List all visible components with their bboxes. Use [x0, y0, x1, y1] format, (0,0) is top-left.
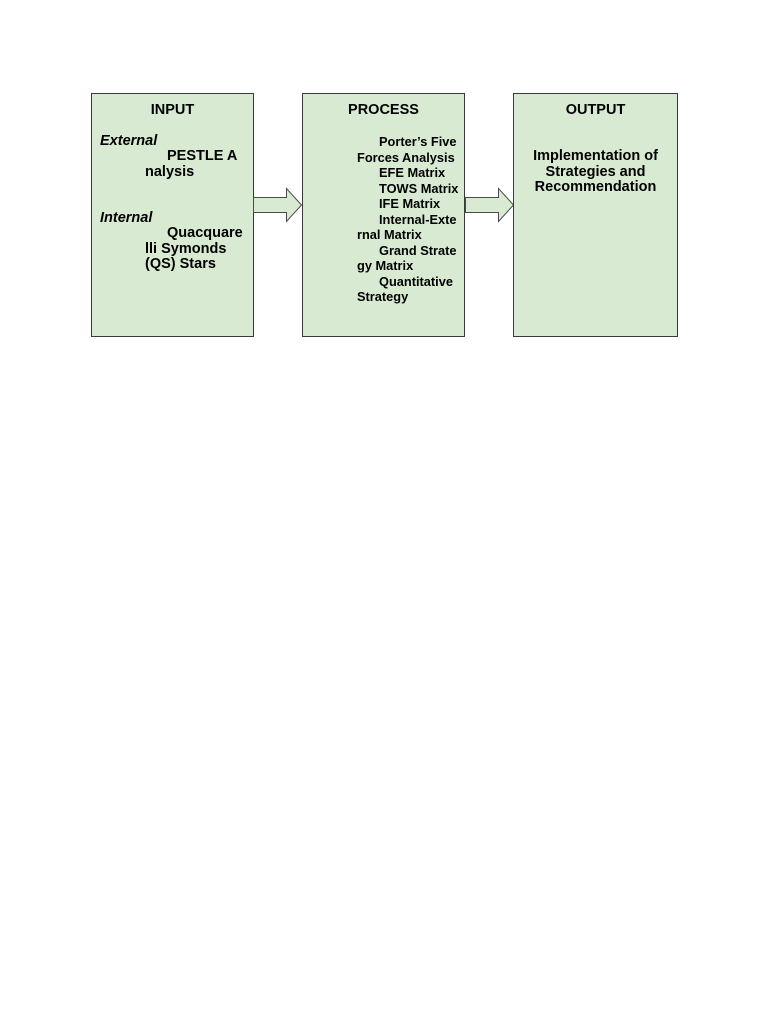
arrow-shape [253, 187, 303, 223]
process-item: TOWS Matrix [379, 180, 459, 196]
output-text: Implementation of Strategies and Recomme… [533, 148, 658, 195]
right-arrow-icon [465, 187, 515, 223]
right-arrow-icon [253, 187, 303, 223]
process-item: Quantitative Strategy [357, 273, 453, 305]
input-box: INPUT External PESTLE Analysis Internal … [91, 93, 254, 337]
external-item: PESTLE Analysis [145, 148, 238, 180]
input-title: INPUT [150, 102, 195, 118]
process-title: PROCESS [348, 102, 419, 118]
output-box: OUTPUT Implementation of Strategies and … [513, 93, 678, 337]
process-item: IFE Matrix [379, 196, 441, 211]
process-item: Grand Strategy Matrix [357, 242, 457, 274]
arrow-shape [465, 187, 515, 223]
process-item: Internal-External Matrix [357, 211, 457, 243]
internal-item: Quacquarelli Symonds (QS) Stars [145, 225, 243, 273]
internal-label: Internal [100, 210, 153, 226]
process-item: EFE Matrix [379, 165, 446, 180]
external-label: External [100, 133, 158, 149]
process-item: Porter’s Five Forces Analysis [357, 134, 457, 165]
output-title: OUTPUT [565, 102, 626, 118]
